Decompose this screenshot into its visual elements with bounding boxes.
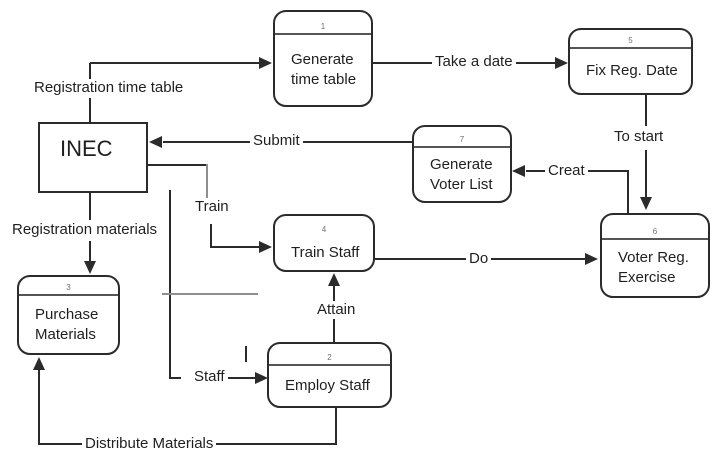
arrowhead-to-voter-reg-exercise bbox=[640, 197, 652, 210]
stray-vertical-tick bbox=[245, 346, 247, 362]
arrowhead-to-train-staff bbox=[259, 241, 272, 253]
process-header: 2 bbox=[269, 344, 390, 366]
connector-to-start bbox=[645, 95, 647, 126]
process-box-generate-voter-list: 7 Generate Voter List bbox=[412, 125, 512, 203]
connector-train bbox=[210, 224, 212, 248]
process-box-fix-reg-date: 5 Fix Reg. Date bbox=[568, 28, 693, 95]
connector-train bbox=[206, 164, 208, 198]
connector-distribute-materials bbox=[38, 370, 40, 445]
process-box-purchase-materials: 3 Purchase Materials bbox=[17, 275, 120, 355]
arrowhead-to-generate-voter-list bbox=[512, 165, 525, 177]
edge-label-do: Do bbox=[466, 250, 492, 268]
entity-box-inec: INEC bbox=[38, 122, 148, 193]
connector-registration-time-table bbox=[90, 62, 262, 64]
process-label: Voter Reg. Exercise bbox=[618, 249, 689, 286]
process-label: Train Staff bbox=[291, 244, 360, 261]
arrowhead-to-voter-reg-exercise bbox=[585, 253, 598, 265]
process-box-generate-time-table: 1 Generate time table bbox=[273, 10, 373, 107]
arrowhead-to-train-staff-bottom bbox=[328, 273, 340, 286]
connector-attain bbox=[333, 318, 335, 343]
edge-label-registration-materials: Registration materials bbox=[9, 221, 161, 239]
connector-train bbox=[148, 164, 207, 166]
edge-label-to-start: To start bbox=[611, 128, 667, 146]
process-header: 1 bbox=[275, 12, 371, 35]
edge-label-creat: Creat bbox=[545, 162, 588, 180]
process-label: Fix Reg. Date bbox=[586, 62, 678, 79]
edge-label-submit: Submit bbox=[250, 132, 303, 150]
process-box-employ-staff: 2 Employ Staff bbox=[267, 342, 392, 408]
edge-label-registration-time-table: Registration time table bbox=[31, 79, 187, 97]
process-label: Generate time table bbox=[291, 51, 357, 88]
process-header: 5 bbox=[570, 30, 691, 49]
connector-staff bbox=[169, 190, 171, 379]
process-box-train-staff: 4 Train Staff bbox=[273, 214, 375, 272]
edge-label-take-a-date: Take a date bbox=[432, 53, 516, 71]
process-header: 4 bbox=[275, 216, 373, 236]
arrowhead-to-purchase-materials bbox=[84, 261, 96, 274]
edge-label-staff: Staff bbox=[191, 368, 228, 386]
edge-label-attain: Attain bbox=[314, 301, 359, 319]
process-label: Employ Staff bbox=[285, 377, 370, 394]
connector-registration-materials bbox=[89, 193, 91, 220]
connector-train bbox=[210, 246, 259, 248]
connector-registration-materials bbox=[89, 241, 91, 263]
process-box-voter-reg-exercise: 6 Voter Reg. Exercise bbox=[600, 213, 710, 298]
entity-label: INEC bbox=[60, 136, 113, 161]
process-number: 7 bbox=[459, 135, 465, 144]
process-header: 6 bbox=[602, 215, 708, 240]
process-number: 6 bbox=[652, 227, 658, 236]
connector-to-start bbox=[645, 150, 647, 198]
arrowhead-to-purchase-materials-bottom bbox=[33, 357, 45, 370]
arrowhead-to-generate-time-table bbox=[259, 57, 272, 69]
edge-label-train: Train bbox=[192, 198, 232, 216]
arrowhead-to-inec bbox=[149, 136, 162, 148]
connector-distribute-materials bbox=[335, 408, 337, 445]
connector-staff bbox=[169, 377, 181, 379]
connector-registration-time-table bbox=[89, 98, 91, 123]
arrowhead-to-employ-staff bbox=[255, 372, 268, 384]
process-number: 1 bbox=[320, 22, 326, 31]
process-label: Purchase Materials bbox=[35, 305, 99, 343]
process-number: 2 bbox=[327, 353, 332, 362]
arrowhead-to-fix-reg-date bbox=[555, 57, 568, 69]
connector-registration-time-table bbox=[89, 63, 91, 79]
process-header: 3 bbox=[19, 277, 118, 296]
connector-creat bbox=[627, 170, 629, 214]
connector-staff bbox=[227, 377, 255, 379]
edge-label-distribute-materials: Distribute Materials bbox=[82, 435, 217, 453]
stray-horizontal-line bbox=[162, 293, 258, 295]
connector-attain bbox=[333, 286, 335, 302]
process-header: 7 bbox=[414, 127, 510, 148]
process-number: 3 bbox=[66, 283, 71, 292]
process-number: 5 bbox=[628, 36, 633, 45]
process-number: 4 bbox=[321, 225, 327, 234]
process-label: Generate Voter List bbox=[430, 155, 493, 193]
